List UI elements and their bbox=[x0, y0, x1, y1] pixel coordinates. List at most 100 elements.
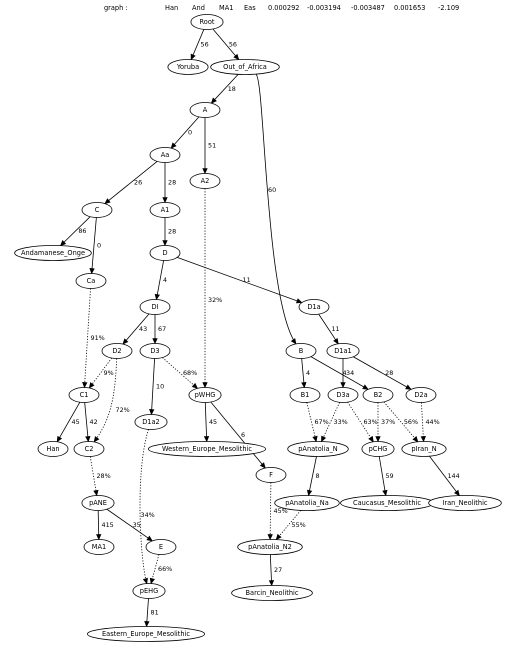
node-label: pCHG bbox=[369, 445, 388, 453]
edge-Root-to-Out_of_Africa: 56 bbox=[212, 28, 240, 61]
node-ellipse bbox=[237, 539, 303, 555]
edge-line bbox=[91, 217, 97, 274]
edge-line bbox=[93, 358, 118, 443]
arrowhead-icon bbox=[93, 489, 99, 497]
node-label: Eastern_Europe_Mesolithic bbox=[102, 630, 190, 638]
edge-C-to-Andamanese_Onge: 86 bbox=[59, 216, 91, 247]
edge-Out_of_Africa-to-B: 60 bbox=[255, 73, 297, 345]
edge-label: 42 bbox=[90, 418, 98, 426]
arrowhead-icon bbox=[191, 382, 199, 389]
node-ellipse bbox=[81, 495, 115, 511]
edge-B-to-B1: 4 bbox=[301, 358, 310, 389]
arrowhead-icon bbox=[96, 534, 102, 541]
edge-label: 60 bbox=[268, 186, 276, 194]
node-label: F bbox=[269, 471, 273, 479]
edge-label: 28 bbox=[385, 369, 393, 377]
node-d2: D2 bbox=[101, 343, 133, 359]
node-label: D3 bbox=[150, 347, 159, 355]
node-label: Caucasus_Mesolithic bbox=[353, 499, 421, 507]
node-a2: A2 bbox=[189, 173, 221, 189]
node-ellipse bbox=[274, 495, 340, 511]
edge-pANE-to-MA1: 415 bbox=[96, 510, 114, 541]
edge-line bbox=[421, 402, 424, 442]
edge-pEHG-to-Eastern_Europe_Mesolithic: 81 bbox=[144, 598, 159, 628]
edge-C-to-Ca: 0 bbox=[89, 217, 101, 275]
node-a: A bbox=[189, 102, 221, 118]
arrowhead-icon bbox=[154, 293, 160, 301]
node-ellipse bbox=[139, 299, 171, 315]
edge-label: 56 bbox=[229, 40, 237, 48]
edge-label: 67% bbox=[314, 418, 328, 426]
header-pop-1: Han bbox=[165, 4, 179, 12]
edge-label: 45 bbox=[72, 418, 80, 426]
node-ellipse bbox=[132, 583, 166, 599]
node-label: Aa bbox=[161, 151, 170, 159]
arrowhead-icon bbox=[202, 382, 208, 389]
edge-pWHG-to-Western_Europe_Mesolithic: 45 bbox=[203, 402, 217, 443]
edge-E-to-pEHG: 66% bbox=[149, 554, 172, 585]
node-label: B2 bbox=[374, 391, 383, 399]
arrowhead-icon bbox=[333, 337, 339, 345]
edge-pAnatolia_Na-to-pAnatolia_N2: 55% bbox=[275, 510, 306, 541]
node-pwhg: pWHG bbox=[188, 387, 222, 403]
arrowhead-icon bbox=[210, 97, 217, 104]
node-pehg: pEHG bbox=[132, 583, 166, 599]
node-ellipse bbox=[149, 245, 181, 261]
edge-line bbox=[211, 74, 239, 104]
arrowhead-icon bbox=[306, 489, 313, 497]
arrowhead-icon bbox=[340, 382, 346, 389]
node-label: Ca bbox=[87, 277, 96, 285]
edge-label: 8 bbox=[316, 472, 320, 480]
node-western-europe-mesolithic: Western_Europe_Mesolithic bbox=[147, 441, 267, 457]
node-ellipse bbox=[167, 59, 209, 75]
edge-label: 11 bbox=[331, 325, 339, 333]
arrowhead-icon bbox=[146, 535, 153, 542]
arrowhead-icon bbox=[142, 577, 148, 585]
node-ellipse bbox=[147, 441, 267, 457]
arrowhead-icon bbox=[82, 382, 88, 389]
edge-label: 72% bbox=[116, 406, 130, 414]
edge-pANE-to-E: 35 bbox=[106, 508, 153, 542]
edge-line bbox=[212, 28, 240, 60]
node-barcin-neolithic: Barcin_Neolithic bbox=[231, 585, 313, 601]
edge-D1a2-to-pEHG: 34% bbox=[139, 429, 155, 585]
node-label: A2 bbox=[201, 177, 210, 185]
edge-label: 45 bbox=[209, 418, 217, 426]
edge-label: 18 bbox=[228, 85, 236, 93]
header-pop-3: MA1 bbox=[219, 4, 234, 12]
edge-line bbox=[56, 402, 81, 442]
node-ellipse bbox=[149, 147, 181, 163]
node-ellipse bbox=[298, 299, 330, 315]
graph-header: graph : Han And MA1 Eas 0.000292 -0.0031… bbox=[0, 4, 507, 16]
node-ellipse bbox=[405, 387, 437, 403]
node-label: pAnatolia_N2 bbox=[248, 543, 292, 551]
arrowhead-icon bbox=[89, 268, 95, 275]
node-panatolia-n: pAnatolia_N bbox=[287, 441, 349, 457]
node-di: DI bbox=[139, 299, 171, 315]
node-pchg: pCHG bbox=[361, 441, 395, 457]
node-label: pANE bbox=[89, 499, 107, 507]
header-stat-4: 0.001653 bbox=[394, 4, 426, 12]
edge-label: 68% bbox=[183, 369, 197, 377]
edge-line bbox=[89, 456, 98, 496]
edge-D-to-D1a: 11 bbox=[177, 257, 303, 304]
edge-line bbox=[84, 402, 89, 442]
node-label: pWHG bbox=[195, 391, 216, 399]
node-ellipse bbox=[189, 173, 221, 189]
arrowhead-icon bbox=[162, 240, 168, 247]
edge-line bbox=[104, 161, 158, 204]
edge-line bbox=[139, 429, 149, 584]
arrowhead-icon bbox=[122, 338, 129, 345]
node-label: D1a2 bbox=[142, 418, 160, 426]
arrowhead-icon bbox=[233, 53, 240, 61]
node-ellipse bbox=[285, 343, 317, 359]
node-e: E bbox=[145, 539, 177, 555]
edge-A2-to-pWHG: 32% bbox=[202, 188, 222, 389]
edge-C1-to-C2: 42 bbox=[84, 402, 98, 443]
node-label: B1 bbox=[301, 391, 310, 399]
node-b1: B1 bbox=[289, 387, 321, 403]
edge-label: 43 bbox=[139, 325, 147, 333]
node-label: Han bbox=[46, 445, 59, 453]
edge-D-to-DI: 4 bbox=[154, 260, 167, 301]
